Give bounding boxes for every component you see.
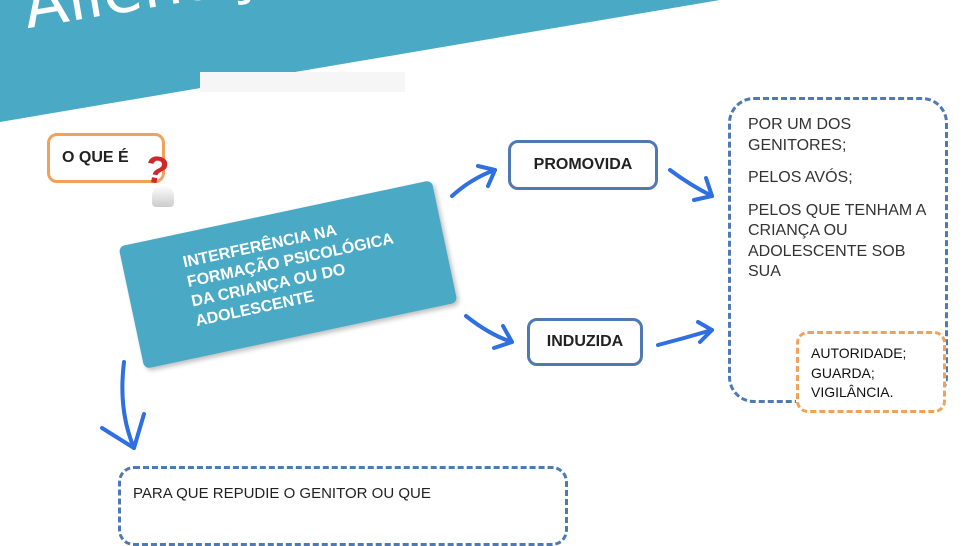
definition-box: INTERFERÊNCIA NA FORMAÇÃO PSICOLÓGICA DA… — [118, 180, 458, 369]
arrow-down-icon — [100, 360, 146, 450]
under-box: AUTORIDADE; GUARDA; VIGILÂNCIA. — [796, 331, 946, 413]
arrow-to-promoted-icon — [450, 164, 497, 198]
arrow-promoted-to-list-icon — [668, 168, 714, 202]
what-is-box: O QUE É — [47, 133, 165, 183]
under-item: AUTORIDADE; — [811, 345, 907, 361]
by-whom-item: PELOS AVÓS; — [748, 169, 853, 186]
purpose-box: PARA QUE REPUDIE O GENITOR OU QUE — [118, 466, 568, 546]
induced-box: INDUZIDA — [527, 318, 643, 366]
under-item: GUARDA; — [811, 364, 875, 381]
by-whom-list: POR UM DOS GENITORES; PELOS AVÓS; PELOS … — [748, 115, 938, 295]
promoted-box: PROMOVIDA — [508, 140, 658, 190]
by-whom-item: PELOS QUE TENHAM A CRIANÇA OU ADOLESCENT… — [748, 201, 926, 281]
under-item: VIGILÂNCIA. — [811, 384, 894, 400]
arrow-induced-to-list-icon — [656, 320, 714, 347]
person-figure-icon — [152, 185, 174, 207]
shadow-strip — [200, 72, 405, 92]
arrow-to-induced-icon — [464, 314, 514, 350]
by-whom-item: POR UM DOS GENITORES; — [748, 116, 852, 154]
